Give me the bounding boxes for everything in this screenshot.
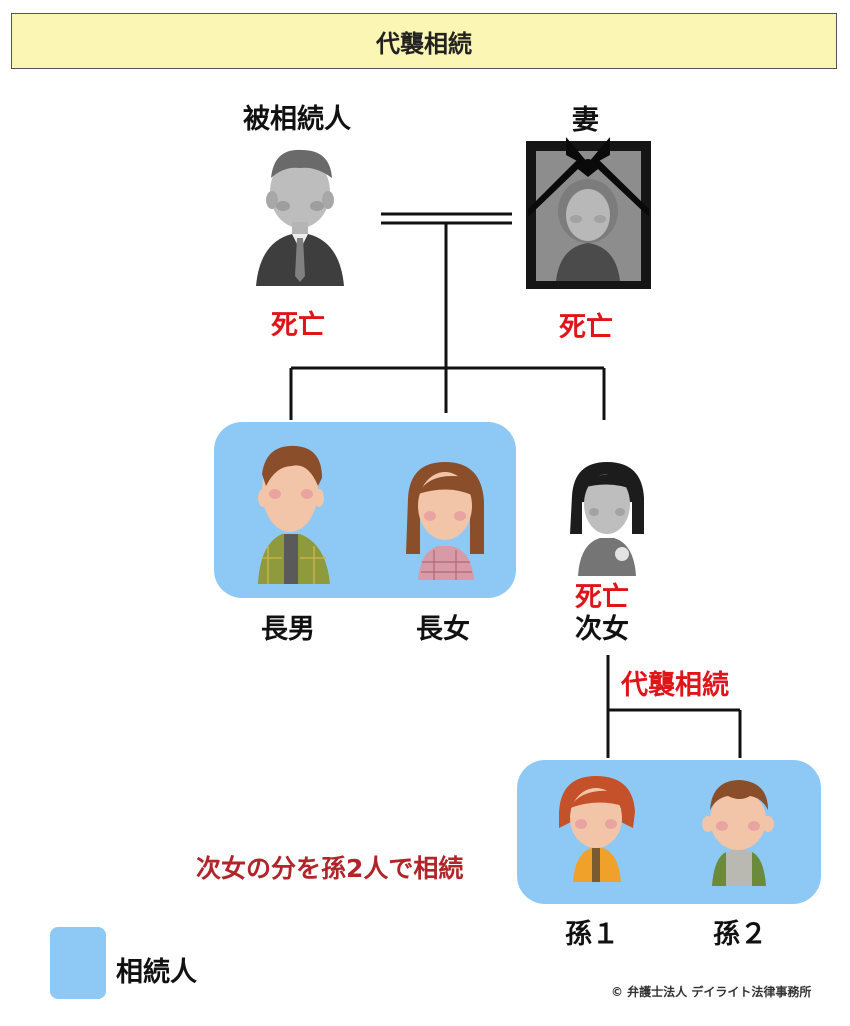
- decedent-figure: [256, 149, 344, 286]
- eldest-daughter-label: 長女: [416, 614, 470, 645]
- legend-label: 相続人: [116, 957, 197, 988]
- grandchild-2-label: 孫２: [713, 919, 767, 950]
- copyright-text: © 弁護士法人 デイライト法律事務所: [611, 985, 812, 999]
- heir-box-grandchildren: [517, 760, 821, 904]
- grandchild-2-figure: [702, 780, 774, 886]
- second-daughter-status: 死亡: [575, 582, 629, 613]
- wife-portrait-figure: [526, 137, 651, 289]
- second-daughter-figure: [570, 462, 644, 576]
- grandchild-1-label: 孫１: [565, 919, 619, 950]
- diagram-title: 代襲相続: [11, 13, 837, 69]
- wife-label: 妻: [572, 105, 599, 136]
- eldest-daughter-figure: [406, 462, 484, 580]
- representation-label: 代襲相続: [621, 670, 729, 701]
- eldest-son-label: 長男: [261, 614, 315, 645]
- grandchild-1-figure: [559, 776, 635, 882]
- second-daughter-label: 次女: [575, 614, 629, 645]
- eldest-son-figure: [258, 445, 330, 584]
- inheritance-note: 次女の分を孫2人で相続: [196, 854, 464, 883]
- wife-status: 死亡: [559, 312, 613, 343]
- legend-swatch: [50, 927, 106, 999]
- decedent-status: 死亡: [271, 310, 325, 341]
- decedent-label: 被相続人: [243, 104, 351, 135]
